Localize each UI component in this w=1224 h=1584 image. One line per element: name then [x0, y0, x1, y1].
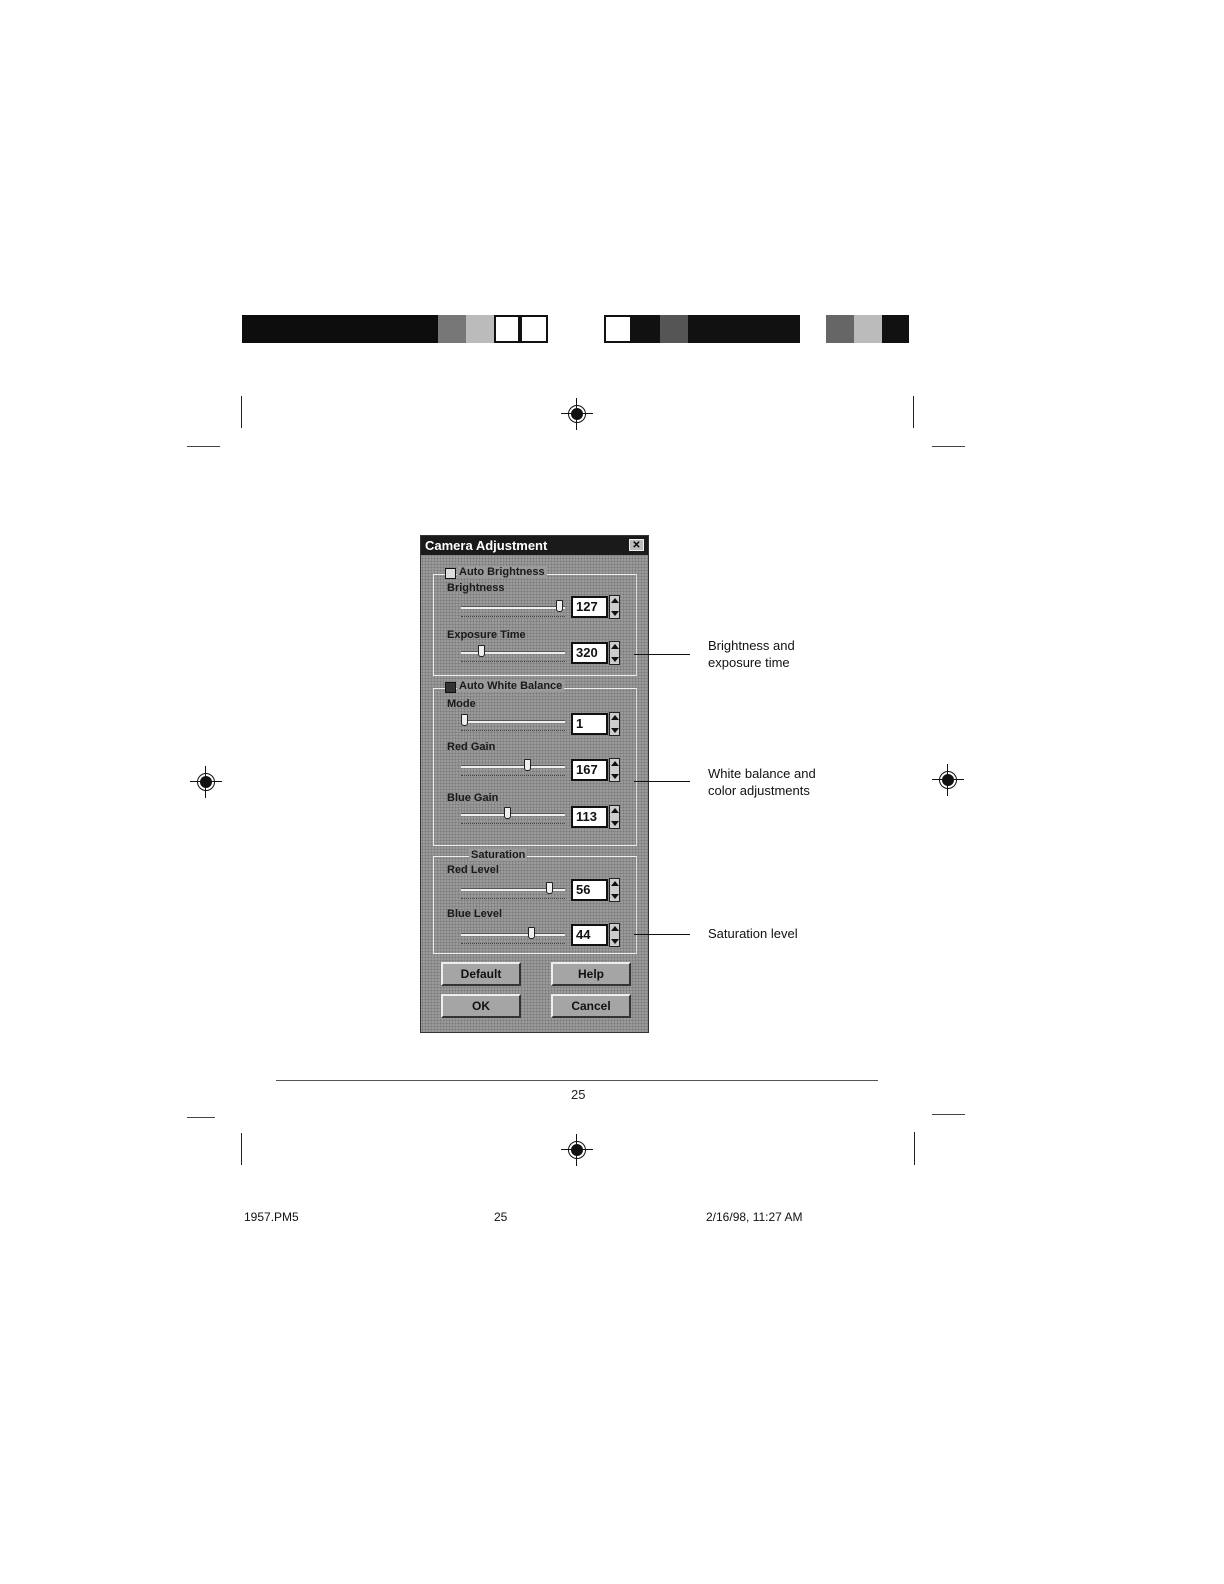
exposure-slider-track[interactable] — [461, 651, 565, 654]
crop-mark — [241, 1133, 242, 1165]
brightness-value-field[interactable]: 127 — [571, 596, 608, 618]
callout-leader-line — [634, 934, 690, 935]
footer-rule — [276, 1080, 878, 1081]
spin-up-icon[interactable] — [611, 761, 619, 766]
callout-brightness: Brightness and exposure time — [708, 637, 795, 671]
spin-up-icon[interactable] — [611, 881, 619, 886]
brightness-label: Brightness — [447, 582, 504, 594]
red-gain-spinner[interactable] — [609, 758, 620, 782]
red-gain-value-field[interactable]: 167 — [571, 759, 608, 781]
blue-level-slider-thumb[interactable] — [528, 927, 535, 939]
spin-up-icon[interactable] — [611, 926, 619, 931]
crop-mark — [932, 446, 965, 447]
callout-text-line: Saturation level — [708, 925, 798, 942]
blue-gain-label: Blue Gain — [447, 792, 498, 804]
exposure-slider-ticks — [461, 657, 565, 662]
red-level-slider-ticks — [461, 894, 565, 899]
callout-text-line: Brightness and — [708, 637, 795, 654]
crop-mark — [187, 446, 220, 447]
crop-mark — [914, 1132, 915, 1165]
callout-text-line: exposure time — [708, 654, 795, 671]
exposure-time-label: Exposure Time — [447, 629, 526, 641]
exposure-value-field[interactable]: 320 — [571, 642, 608, 664]
dialog-title: Camera Adjustment — [425, 538, 547, 553]
blue-gain-slider-track[interactable] — [461, 813, 565, 816]
saturation-group-title: Saturation — [469, 849, 527, 861]
blue-level-label: Blue Level — [447, 908, 502, 920]
blue-gain-value-field[interactable]: 113 — [571, 806, 608, 828]
mode-slider-ticks — [461, 726, 565, 731]
brightness-slider-ticks — [461, 612, 565, 617]
spin-up-icon[interactable] — [611, 598, 619, 603]
default-button[interactable]: Default — [441, 962, 521, 986]
red-gain-slider-ticks — [461, 771, 565, 776]
red-gain-slider-thumb[interactable] — [524, 759, 531, 771]
registration-mark-icon — [932, 764, 964, 796]
spin-down-icon[interactable] — [611, 657, 619, 662]
blue-level-slider-track[interactable] — [461, 933, 565, 936]
brightness-slider-track[interactable] — [461, 606, 565, 609]
blue-gain-slider-thumb[interactable] — [504, 807, 511, 819]
crop-mark — [187, 1117, 215, 1118]
red-level-slider-thumb[interactable] — [546, 882, 553, 894]
slug-file: 1957.PM5 — [244, 1210, 299, 1224]
auto-white-balance-label: Auto White Balance — [457, 680, 564, 692]
red-gain-slider-track[interactable] — [461, 765, 565, 768]
blue-gain-slider-ticks — [461, 819, 565, 824]
brightness-slider-thumb[interactable] — [556, 600, 563, 612]
crop-mark — [932, 1114, 965, 1115]
spin-down-icon[interactable] — [611, 894, 619, 899]
auto-brightness-label: Auto Brightness — [457, 566, 547, 578]
mode-spinner[interactable] — [609, 712, 620, 736]
brightness-spinner[interactable] — [609, 595, 620, 619]
color-bar-right — [604, 315, 909, 343]
spin-up-icon[interactable] — [611, 715, 619, 720]
color-bar-left — [242, 315, 548, 343]
spin-down-icon[interactable] — [611, 821, 619, 826]
spin-down-icon[interactable] — [611, 939, 619, 944]
mode-slider-thumb[interactable] — [461, 714, 468, 726]
red-level-spinner[interactable] — [609, 878, 620, 902]
close-icon[interactable]: ✕ — [629, 539, 644, 551]
callout-text-line: White balance and — [708, 765, 816, 782]
red-gain-label: Red Gain — [447, 741, 495, 753]
spin-down-icon[interactable] — [611, 728, 619, 733]
blue-level-spinner[interactable] — [609, 923, 620, 947]
auto-white-balance-checkbox[interactable] — [445, 682, 456, 693]
page-number: 25 — [571, 1087, 585, 1102]
callout-text-line: color adjustments — [708, 782, 816, 799]
callout-leader-line — [634, 781, 690, 782]
mode-value-field[interactable]: 1 — [571, 713, 608, 735]
blue-level-value-field[interactable]: 44 — [571, 924, 608, 946]
callout-leader-line — [634, 654, 690, 655]
spin-down-icon[interactable] — [611, 774, 619, 779]
red-level-value-field[interactable]: 56 — [571, 879, 608, 901]
callout-saturation: Saturation level — [708, 925, 798, 942]
dialog-titlebar: Camera Adjustment ✕ — [421, 536, 648, 555]
callout-white-balance: White balance and color adjustments — [708, 765, 816, 799]
spin-down-icon[interactable] — [611, 611, 619, 616]
mode-label: Mode — [447, 698, 476, 710]
help-button[interactable]: Help — [551, 962, 631, 986]
spin-up-icon[interactable] — [611, 808, 619, 813]
mode-slider-track[interactable] — [461, 720, 565, 723]
blue-gain-spinner[interactable] — [609, 805, 620, 829]
camera-adjustment-dialog: Camera Adjustment ✕ Auto Brightness Brig… — [420, 535, 649, 1033]
slug-date: 2/16/98, 11:27 AM — [706, 1210, 803, 1224]
exposure-slider-thumb[interactable] — [478, 645, 485, 657]
registration-mark-icon — [561, 398, 593, 430]
crop-mark — [913, 396, 914, 428]
crop-mark — [241, 396, 242, 428]
exposure-spinner[interactable] — [609, 641, 620, 665]
spin-up-icon[interactable] — [611, 644, 619, 649]
auto-brightness-checkbox[interactable] — [445, 568, 456, 579]
ok-button[interactable]: OK — [441, 994, 521, 1018]
registration-mark-icon — [561, 1134, 593, 1166]
red-level-label: Red Level — [447, 864, 499, 876]
cancel-button[interactable]: Cancel — [551, 994, 631, 1018]
registration-mark-icon — [190, 766, 222, 798]
slug-page: 25 — [494, 1210, 507, 1224]
blue-level-slider-ticks — [461, 939, 565, 944]
